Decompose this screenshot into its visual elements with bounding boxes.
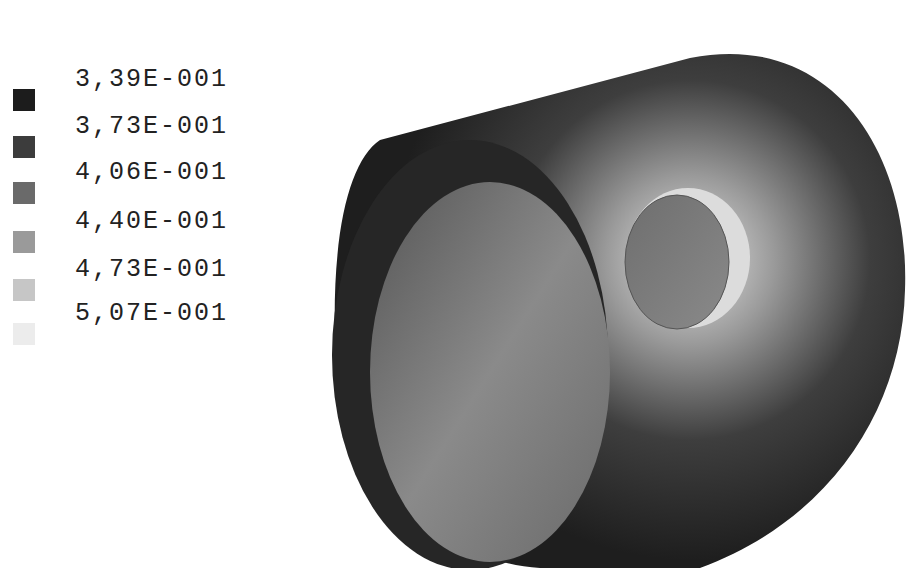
side-hole-face bbox=[625, 195, 729, 329]
legend-swatch bbox=[13, 89, 35, 111]
legend-value: 4,06E-001 bbox=[75, 158, 228, 188]
legend-entry: 4,73E-001 bbox=[0, 255, 300, 285]
legend-swatch bbox=[13, 231, 35, 253]
legend-value: 5,07E-001 bbox=[75, 299, 228, 329]
legend-swatch bbox=[13, 279, 35, 301]
legend-swatch bbox=[13, 182, 35, 204]
legend-entry: 3,39E-001 bbox=[0, 65, 300, 95]
part-body bbox=[335, 54, 906, 568]
legend-entry: 5,07E-001 bbox=[0, 299, 300, 329]
part-opening bbox=[370, 182, 610, 562]
side-hole-rim bbox=[626, 188, 750, 328]
legend-entry: 4,40E-001 bbox=[0, 207, 300, 237]
legend-swatch bbox=[13, 136, 35, 158]
legend-swatch bbox=[13, 323, 35, 345]
legend-entry: 3,73E-001 bbox=[0, 112, 300, 142]
legend-entry: 4,06E-001 bbox=[0, 158, 300, 188]
legend-value: 3,73E-001 bbox=[75, 112, 228, 142]
legend-value: 3,39E-001 bbox=[75, 65, 228, 95]
legend-value: 4,40E-001 bbox=[75, 207, 228, 237]
legend-value: 4,73E-001 bbox=[75, 255, 228, 285]
